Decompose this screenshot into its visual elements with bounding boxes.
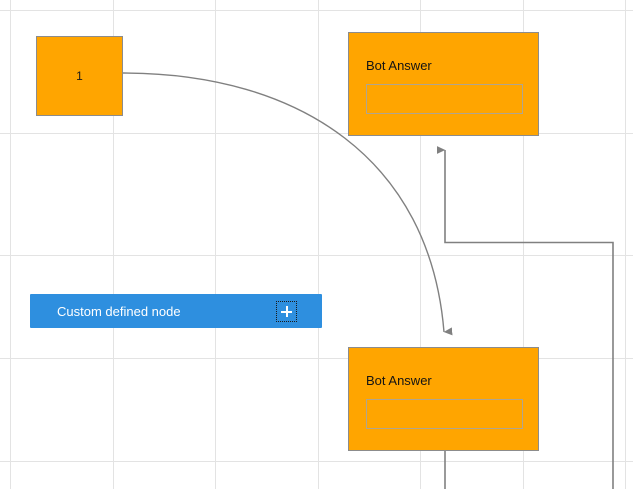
bot-answer-node-bottom[interactable]: Bot Answer [348, 347, 539, 451]
start-node-label: 1 [76, 69, 83, 83]
bot-answer-message-slot[interactable] [366, 84, 523, 114]
start-node[interactable]: 1 [36, 36, 123, 116]
bot-answer-title: Bot Answer [366, 58, 432, 73]
plus-icon[interactable] [276, 300, 297, 322]
custom-defined-node-label: Custom defined node [57, 303, 181, 319]
custom-defined-node-bar[interactable]: Custom defined node [30, 294, 322, 328]
bot-answer-node-top[interactable]: Bot Answer [348, 32, 539, 136]
bot-answer-title: Bot Answer [366, 373, 432, 388]
bot-answer-message-slot[interactable] [366, 399, 523, 429]
